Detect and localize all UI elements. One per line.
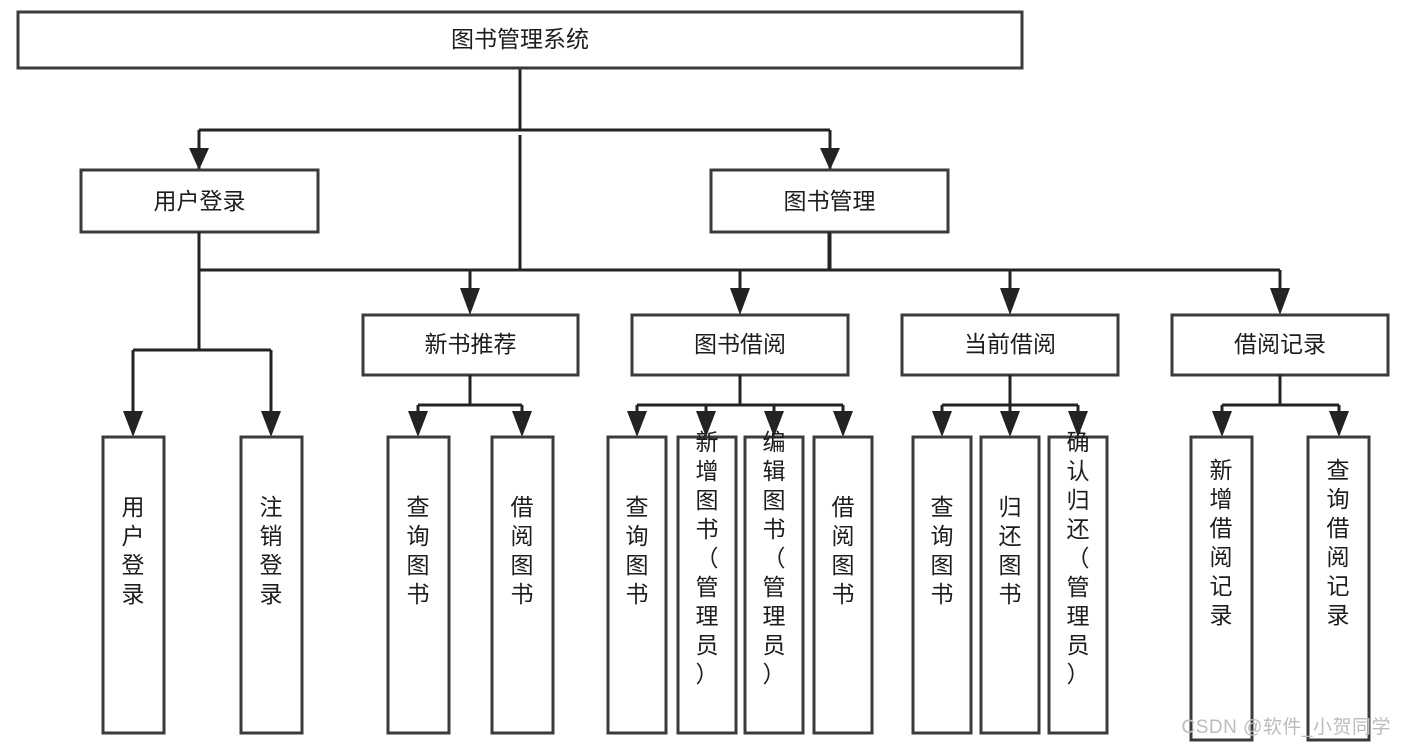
leaf-query-record[interactable] [1306,435,1371,742]
leaf-user-logout[interactable] [239,435,304,735]
leaf-query-book-3[interactable] [911,435,973,735]
node-borrow-record[interactable] [1170,313,1390,377]
leaf-query-record-label: 查询借阅记录 [1327,457,1350,628]
leaf-add-record-label: 新增借阅记录 [1210,457,1233,628]
arrow-to-book-borrow [730,288,750,315]
arrow-to-leaf-add-book [696,411,716,437]
node-new-book-recommend[interactable] [361,313,580,377]
leaf-return-book[interactable] [979,435,1041,735]
node-current-borrow[interactable] [900,313,1120,377]
node-root-title-box[interactable] [16,10,1024,70]
leaf-user-login[interactable] [101,435,166,735]
arrow-to-leaf-borrow-book-2 [833,411,853,437]
node-book-manage-label: 图书管理 [784,188,876,214]
leaf-borrow-book-1[interactable] [490,435,555,735]
leaf-add-book-label: 新增图书（管理员） [696,429,719,687]
arrow-to-current-borrow [1000,288,1020,315]
node-user-login-label: 用户登录 [154,188,246,214]
arrow-to-leaf-user-logout [261,411,281,437]
arrow-to-leaf-borrow-book-1 [512,411,532,437]
leaf-borrow-book-2-label: 借阅图书 [832,494,855,607]
leaf-query-book-1-label: 查询图书 [407,494,430,607]
leaf-edit-book-label: 编辑图书（管理员） [763,429,786,687]
leaf-borrow-book-2[interactable] [812,435,874,735]
leaf-add-book[interactable] [676,435,738,735]
node-current-borrow-label: 当前借阅 [964,331,1056,357]
node-book-borrow-label: 图书借阅 [694,331,786,357]
leaf-user-logout-label: 注销登录 [260,494,283,607]
arrow-to-leaf-query-book-1 [408,411,428,437]
leaf-user-login-label: 用户登录 [122,494,145,607]
leaf-query-book-2-label: 查询图书 [626,494,649,607]
mask-strip [0,75,1405,135]
leaf-confirm-return-label: 确认归还（管理员） [1067,429,1090,687]
arrow-to-borrow-record [1270,288,1290,315]
arrow-to-leaf-query-record [1329,411,1349,437]
arrow-to-new-book-recommend [460,288,480,315]
arrow-to-leaf-query-book-2 [627,411,647,437]
arrow-to-user-login [189,148,209,170]
arrow-to-leaf-query-book-3 [932,411,952,437]
leaf-borrow-book-1-label: 借阅图书 [511,494,534,607]
arrow-to-leaf-return-book [1000,411,1020,437]
leaf-add-record[interactable] [1189,435,1254,742]
arrow-to-leaf-edit-book [764,411,784,437]
arrow-to-leaf-confirm-return [1068,411,1088,437]
leaf-return-book-label: 归还图书 [999,494,1022,607]
leaf-edit-book[interactable] [743,435,805,735]
node-root-title-label: 图书管理系统 [451,26,589,52]
node-user-login[interactable] [79,168,320,234]
node-book-borrow[interactable] [630,313,850,377]
arrow-to-leaf-user-login [123,411,143,437]
arrow-to-leaf-add-record [1212,411,1232,437]
node-new-book-recommend-label: 新书推荐 [425,331,517,357]
leaf-query-book-3-label: 查询图书 [931,494,954,607]
node-borrow-record-label: 借阅记录 [1234,331,1326,357]
leaf-query-book-1[interactable] [386,435,451,735]
arrow-to-book-manage [820,148,840,170]
leaf-confirm-return[interactable] [1047,435,1109,735]
leaf-query-book-2[interactable] [606,435,668,735]
